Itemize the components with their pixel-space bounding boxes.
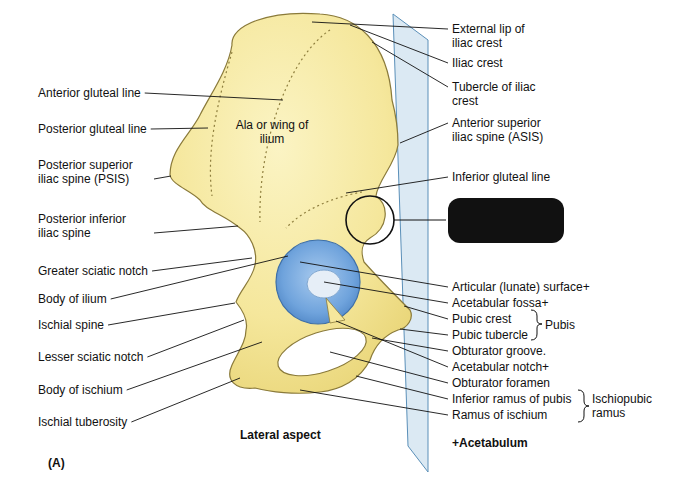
part-label: Articular (lunate) surface+ bbox=[452, 280, 590, 294]
part-label: Obturator groove. bbox=[452, 344, 546, 358]
leader-line bbox=[404, 306, 448, 319]
part-label: Greater sciatic notch bbox=[38, 264, 148, 278]
part-label: External lip of iliac crest bbox=[452, 22, 547, 50]
leader-line bbox=[400, 123, 448, 143]
part-label: Acetabular fossa+ bbox=[452, 296, 548, 310]
part-label: Acetabular notch+ bbox=[452, 360, 549, 374]
leader-line bbox=[152, 258, 252, 271]
part-label: Pubic crest bbox=[452, 312, 511, 326]
redaction-box bbox=[448, 198, 564, 243]
leader-line bbox=[346, 177, 448, 193]
posterior-gluteal-line bbox=[210, 52, 232, 196]
figure-caption: Lateral aspect bbox=[240, 428, 321, 442]
part-label: Tubercle of iliac crest bbox=[452, 80, 547, 108]
leader-line bbox=[330, 352, 448, 383]
part-label: Posterior superior iliac spine (PSIS) bbox=[38, 158, 150, 186]
leader-line bbox=[400, 329, 448, 335]
part-label: Ischiopubic ramus bbox=[592, 392, 667, 420]
figure-caption: +Acetabulum bbox=[452, 436, 528, 450]
leader-line bbox=[147, 320, 244, 357]
acetabulum bbox=[276, 240, 360, 324]
inferior-gluteal-line bbox=[286, 192, 362, 228]
leader-line bbox=[350, 25, 448, 63]
leader-line bbox=[372, 42, 448, 87]
part-label: Iliac crest bbox=[452, 56, 503, 70]
part-label: Posterior gluteal line bbox=[38, 122, 147, 136]
leader-line bbox=[108, 303, 235, 325]
leader-line bbox=[300, 262, 448, 287]
part-label: Inferior gluteal line bbox=[452, 170, 550, 184]
leader-line bbox=[356, 376, 448, 399]
part-label: Ischial spine bbox=[38, 318, 104, 332]
leader-line bbox=[372, 338, 448, 351]
part-label: Body of ischium bbox=[38, 383, 123, 397]
leader-line bbox=[336, 321, 448, 367]
part-label: Ischial tuberosity bbox=[38, 415, 127, 429]
highlight-circle bbox=[346, 196, 394, 244]
leader-line bbox=[394, 220, 446, 221]
part-label: Inferior ramus of pubis bbox=[452, 392, 571, 406]
part-label: Pubis bbox=[545, 318, 575, 332]
part-label: Pubic tubercle bbox=[452, 328, 528, 342]
leader-line bbox=[145, 93, 283, 100]
leader-line bbox=[154, 226, 238, 233]
acetabular-notch bbox=[326, 298, 345, 323]
pubis-bracket bbox=[531, 310, 542, 340]
leader-line bbox=[312, 22, 448, 29]
obturator-foramen bbox=[272, 319, 372, 385]
part-label: Posterior inferior iliac spine bbox=[38, 212, 150, 240]
hip-bone bbox=[170, 13, 411, 393]
leader-line bbox=[324, 282, 448, 303]
part-label: Anterior superior iliac spine (ASIS) bbox=[452, 116, 564, 144]
leader-line bbox=[131, 378, 240, 422]
part-label: Ramus of ischium bbox=[452, 408, 547, 422]
part-label: Obturator foramen bbox=[452, 376, 550, 390]
part-label: Anterior gluteal line bbox=[38, 86, 141, 100]
reference-plane bbox=[393, 14, 428, 472]
part-label: Lesser sciatic notch bbox=[38, 350, 143, 364]
leader-line bbox=[154, 176, 171, 179]
part-label: Body of ilium bbox=[38, 292, 107, 306]
part-label: Ala or wing of ilium bbox=[232, 118, 312, 146]
figure-caption: (A) bbox=[48, 456, 65, 470]
leader-line bbox=[151, 128, 208, 129]
leader-line bbox=[300, 390, 448, 415]
ischiopubic-bracket bbox=[578, 390, 589, 422]
leader-line bbox=[127, 342, 262, 390]
